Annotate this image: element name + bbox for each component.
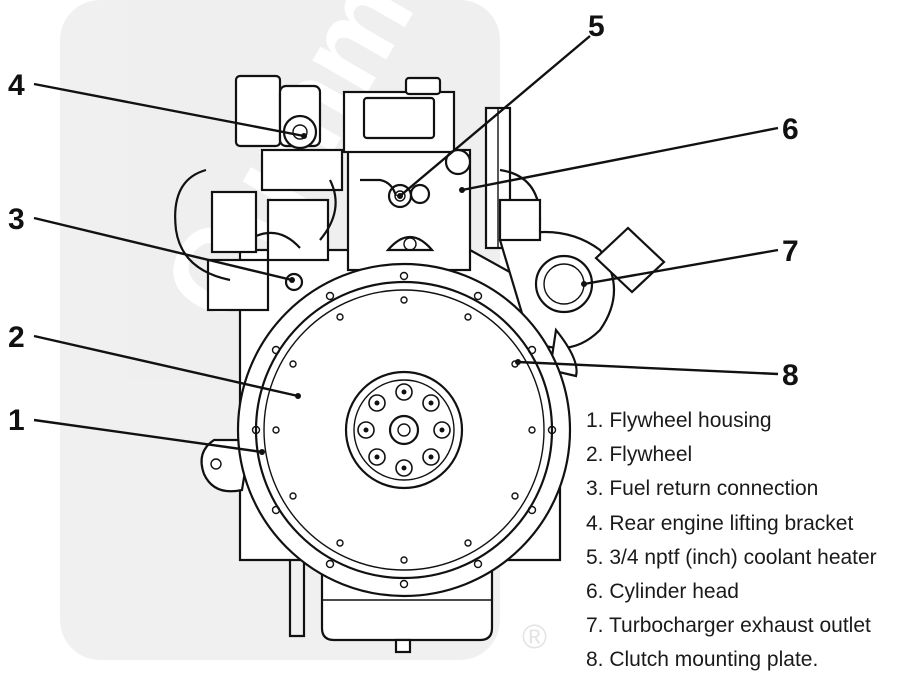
leader-8: [517, 360, 779, 376]
leader-1: [33, 418, 263, 454]
clutch-plate-holes: [272, 296, 536, 564]
leader-5: [399, 35, 591, 197]
leader-2: [33, 334, 299, 398]
callout-7: 7: [782, 235, 799, 268]
turbo-pipe: [594, 226, 666, 294]
legend-item-6: 6. Cylinder head: [586, 580, 739, 604]
engine-illustration: [174, 74, 666, 654]
leader-tips: [259, 133, 587, 455]
rear-lifting-bracket: [234, 74, 282, 148]
callout-8: 8: [782, 359, 799, 392]
callout-4: 4: [8, 69, 25, 102]
drain-plug: [394, 638, 412, 654]
legend-item-5: 5. 3/4 nptf (inch) coolant heater: [586, 545, 877, 569]
leader-6: [461, 126, 779, 192]
callout-2: 2: [8, 321, 25, 354]
callout-3: 3: [8, 203, 25, 236]
callout-1: 1: [8, 404, 25, 437]
housing-bump: [200, 438, 252, 493]
legend-item-3: 3. Fuel return connection: [586, 477, 819, 501]
legend-item-4: 4. Rear engine lifting bracket: [586, 511, 854, 535]
legend-item-2: 2. Flywheel: [586, 443, 693, 467]
parts-legend: 1. Flywheel housing 2. Flywheel 3. Fuel …: [586, 404, 877, 678]
registered-mark: ®: [522, 618, 547, 656]
legend-item-1: 1. Flywheel housing: [586, 409, 772, 432]
leader-7: [583, 248, 779, 286]
callout-5: 5: [588, 10, 605, 43]
legend-item-7: 7. Turbocharger exhaust outlet: [586, 614, 871, 638]
leader-3: [33, 216, 293, 282]
legend-item-8: 8. Clutch mounting plate.: [586, 648, 819, 672]
leader-4: [33, 82, 305, 138]
oil-filler-cap: [404, 76, 442, 96]
leader-lines: [33, 35, 779, 454]
dipstick-tube: [288, 540, 306, 638]
callout-6: 6: [782, 113, 799, 146]
housing-bolts: [251, 271, 557, 589]
